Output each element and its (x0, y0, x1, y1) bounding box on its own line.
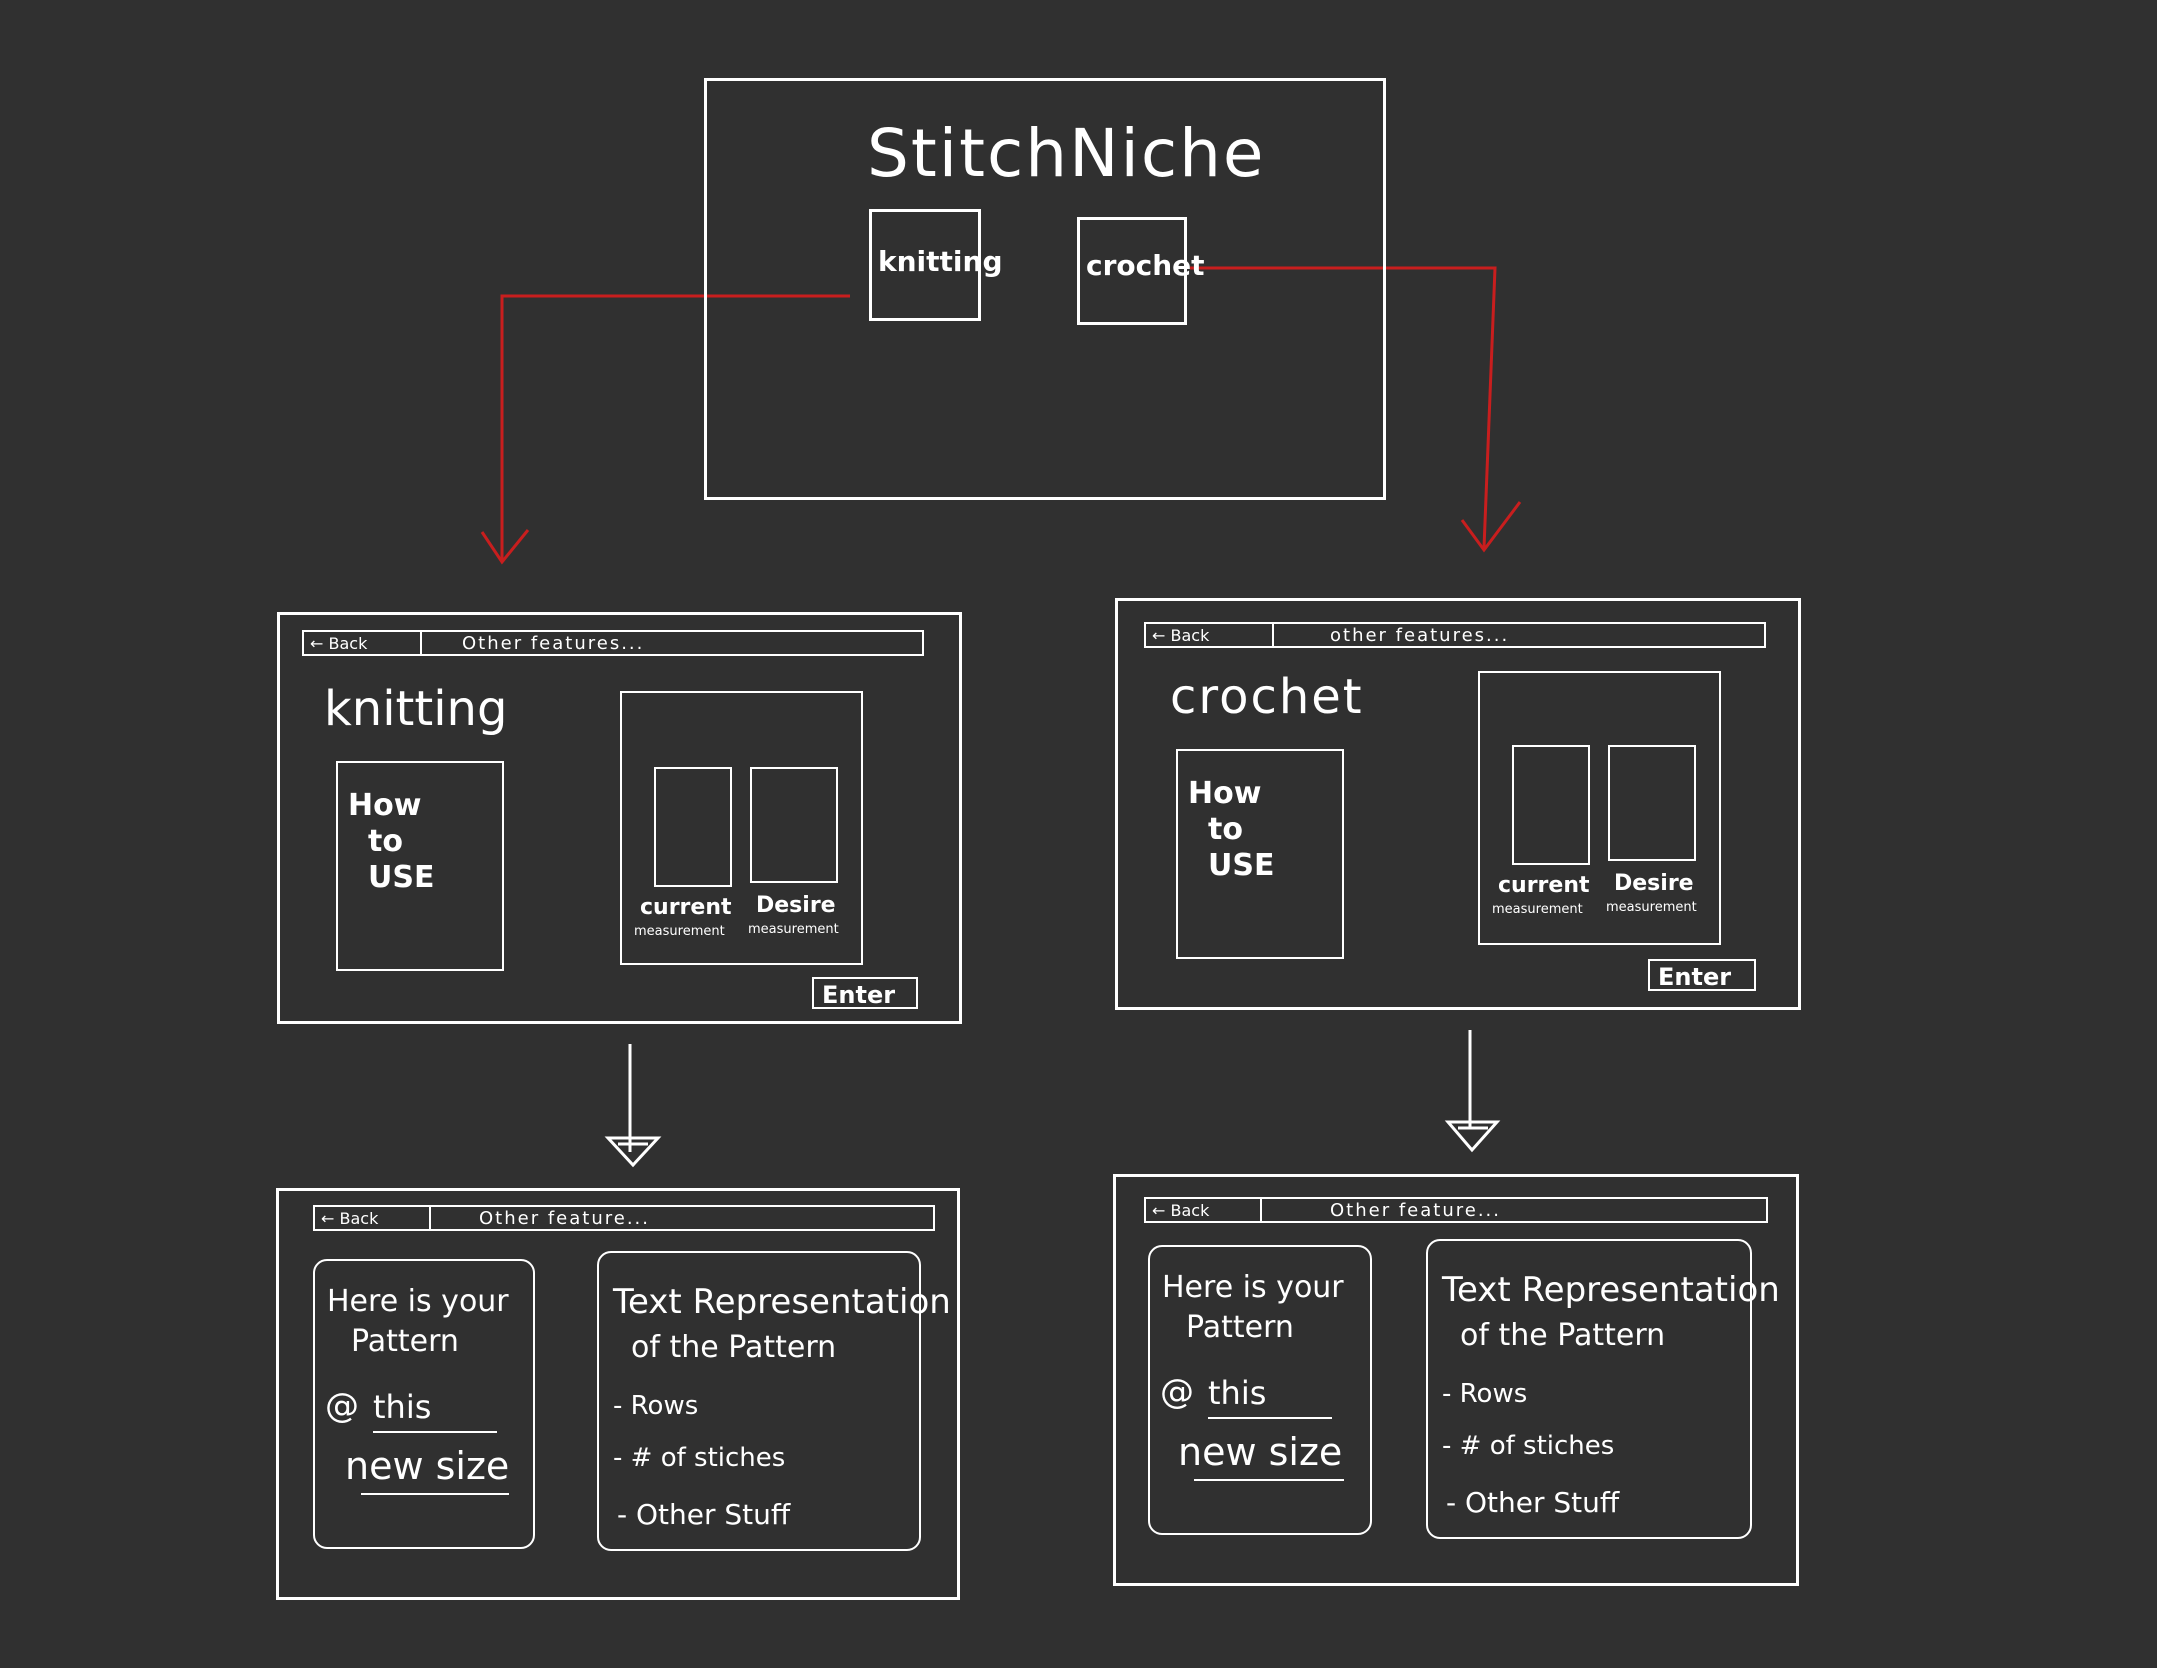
knitting-button-label: knitting (878, 245, 1003, 278)
text-rep-heading-line-1: Text Representation (613, 1282, 951, 1322)
current-label: current (1498, 873, 1590, 898)
measurement-panel: current measurement Desire measurement (620, 691, 863, 965)
crochet-result-screen: ← Back Other feature... Here is your Pat… (1113, 1174, 1799, 1586)
page-title: knitting (324, 681, 508, 737)
bullet-other: - Other Stuff (1446, 1486, 1620, 1519)
nav-bar: ← Back Other feature... (313, 1205, 935, 1231)
nav-divider (429, 1207, 431, 1229)
red-arrow-crochet (1190, 266, 1522, 553)
bullet-stitches: - # of stiches (613, 1443, 786, 1473)
pattern-card: Here is your Pattern @ this new size (1148, 1245, 1372, 1535)
other-features-link[interactable]: other features... (1330, 625, 1510, 646)
new-size-link[interactable]: new size (345, 1444, 510, 1488)
current-measurement-input[interactable] (654, 767, 732, 887)
how-to-use-line-1: How (348, 788, 422, 823)
arrow-left-icon: ← (310, 634, 324, 653)
how-to-use-line-2: to (368, 824, 403, 859)
current-label: current (640, 895, 732, 920)
desire-label: Desire (756, 893, 836, 918)
nav-bar: ← Back Other features... (302, 630, 924, 656)
at-icon: @ (325, 1386, 359, 1426)
white-arrow-knitting (604, 1044, 662, 1168)
how-to-use-line-3: USE (368, 860, 435, 895)
desire-sublabel: measurement (1606, 900, 1697, 915)
back-link-label: Back (328, 634, 368, 653)
current-sublabel: measurement (1492, 902, 1583, 917)
text-rep-heading-line-1: Text Representation (1442, 1270, 1780, 1310)
nav-divider (1272, 624, 1274, 646)
measurement-panel: current measurement Desire measurement (1478, 671, 1721, 945)
red-arrow-knitting (480, 294, 850, 565)
back-link-label: Back (1170, 626, 1210, 645)
this-label: this (1208, 1374, 1267, 1412)
other-feature-link[interactable]: Other feature... (479, 1208, 650, 1229)
knitting-result-screen: ← Back Other feature... Here is your Pat… (276, 1188, 960, 1600)
underline (373, 1431, 497, 1433)
other-features-link[interactable]: Other features... (462, 633, 645, 654)
enter-button[interactable]: Enter (812, 977, 918, 1009)
this-label: this (373, 1388, 432, 1426)
knitting-button[interactable]: knitting (869, 209, 1003, 321)
crochet-screen: ← Back other features... crochet How to … (1115, 598, 1801, 1010)
back-link-label: Back (339, 1209, 379, 1228)
arrow-left-icon: ← (1152, 626, 1166, 645)
bullet-stitches: - # of stiches (1442, 1431, 1615, 1461)
text-representation-card: Text Representation of the Pattern - Row… (597, 1251, 951, 1551)
enter-button-label: Enter (822, 981, 896, 1009)
new-size-link[interactable]: new size (1178, 1430, 1343, 1474)
back-link[interactable]: ← Back (1152, 628, 1209, 644)
at-icon: @ (1160, 1372, 1194, 1412)
bullet-other: - Other Stuff (617, 1498, 791, 1531)
bullet-rows: - Rows (613, 1391, 699, 1421)
back-link-label: Back (1170, 1201, 1210, 1220)
how-to-use-line-2: to (1208, 812, 1243, 847)
arrow-left-icon: ← (321, 1209, 335, 1228)
how-to-use-card[interactable]: How to USE (1176, 749, 1344, 959)
back-link[interactable]: ← Back (310, 636, 367, 652)
white-arrow-crochet (1444, 1030, 1501, 1153)
text-rep-heading-line-2: of the Pattern (631, 1330, 837, 1365)
app-title: StitchNiche (867, 115, 1266, 192)
pattern-card: Here is your Pattern @ this new size (313, 1259, 535, 1549)
pattern-heading-line-1: Here is your (327, 1284, 509, 1319)
bullet-rows: - Rows (1442, 1379, 1528, 1409)
desire-measurement-input[interactable] (1608, 745, 1696, 861)
desire-label: Desire (1614, 871, 1694, 896)
underline (361, 1493, 509, 1495)
current-measurement-input[interactable] (1512, 745, 1590, 865)
other-feature-link[interactable]: Other feature... (1330, 1200, 1501, 1221)
back-link[interactable]: ← Back (321, 1211, 378, 1227)
crochet-button-label: crochet (1086, 249, 1205, 282)
text-representation-card: Text Representation of the Pattern - Row… (1426, 1239, 1780, 1539)
knitting-screen: ← Back Other features... knitting How to… (277, 612, 962, 1024)
crochet-button[interactable]: crochet (1077, 217, 1205, 325)
underline (1208, 1417, 1332, 1419)
back-link[interactable]: ← Back (1152, 1203, 1209, 1219)
current-sublabel: measurement (634, 924, 725, 939)
pattern-heading-line-2: Pattern (1186, 1310, 1294, 1345)
arrow-left-icon: ← (1152, 1201, 1166, 1220)
enter-button-label: Enter (1658, 963, 1732, 991)
how-to-use-card[interactable]: How to USE (336, 761, 504, 971)
enter-button[interactable]: Enter (1648, 959, 1756, 991)
pattern-heading-line-2: Pattern (351, 1324, 459, 1359)
page-title: crochet (1170, 669, 1364, 725)
nav-bar: ← Back other features... (1144, 622, 1766, 648)
text-rep-heading-line-2: of the Pattern (1460, 1318, 1666, 1353)
desire-measurement-input[interactable] (750, 767, 838, 883)
desire-sublabel: measurement (748, 922, 839, 937)
nav-divider (1260, 1199, 1262, 1221)
nav-divider (420, 632, 422, 654)
pattern-heading-line-1: Here is your (1162, 1270, 1344, 1305)
nav-bar: ← Back Other feature... (1144, 1197, 1768, 1223)
how-to-use-line-1: How (1188, 776, 1262, 811)
underline (1194, 1479, 1344, 1481)
how-to-use-line-3: USE (1208, 848, 1275, 883)
home-screen: StitchNiche knitting crochet (704, 78, 1386, 500)
